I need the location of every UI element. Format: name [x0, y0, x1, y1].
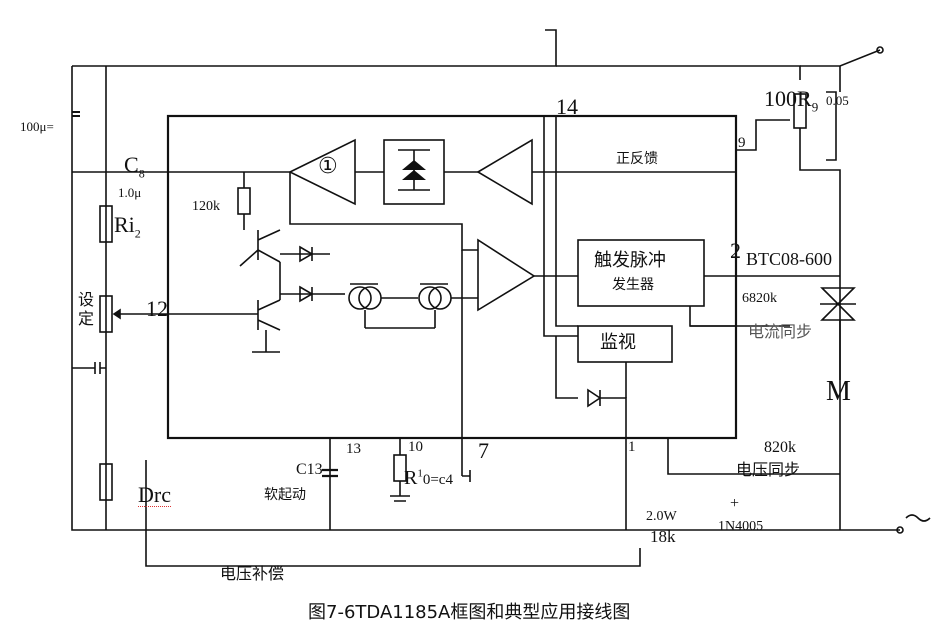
pin-1: 1 [628, 439, 636, 455]
r820k-label: 820k [764, 439, 796, 456]
current-source-2 [418, 286, 442, 310]
r100-label: 100R9 [764, 86, 819, 115]
monitor-label: 监视 [600, 332, 636, 353]
ri2-label: Ri2 [114, 212, 141, 241]
monitor-block [577, 325, 673, 363]
cap-100u [72, 111, 80, 117]
drc-label: Drc [138, 482, 171, 507]
pulse-trigger-block [577, 239, 705, 307]
figure-caption: 图7-6TDA1185A框图和典型应用接线图 [308, 602, 631, 623]
shunt-005 [826, 66, 841, 161]
r18k-label: 18k [650, 527, 676, 546]
shunt-label: 0.05 [826, 93, 849, 108]
top-rail [72, 29, 557, 67]
pin-9: 9 [738, 135, 746, 151]
cap-left-lower [72, 362, 106, 374]
ac-mark [905, 514, 931, 522]
resistor-lower-left [99, 463, 113, 501]
triac [820, 287, 856, 321]
setting-label: 设 定 [78, 290, 95, 329]
supply-rail-right [800, 49, 881, 67]
cap-c13 [322, 468, 338, 478]
r18k-power: 2.0W [646, 509, 677, 524]
pin-14: 14 [556, 94, 578, 119]
top-rail-right [556, 65, 801, 80]
diode-1 [299, 245, 314, 263]
drc-wire [145, 460, 641, 567]
amp-feedback [476, 138, 533, 206]
setting-pot [99, 295, 113, 333]
pin-2: 2 [730, 238, 741, 263]
resistor-ri2 [99, 205, 113, 243]
ic-outline [166, 114, 738, 440]
r120k-label: 120k [192, 199, 220, 214]
pin-13: 13 [346, 441, 361, 457]
c8-label: C8 [124, 152, 145, 181]
pin-12: 12 [146, 296, 168, 321]
transistor-lower [168, 299, 281, 331]
current-sync-label: 电流同步 [748, 322, 813, 341]
c13-label: C13 [296, 461, 323, 478]
voltage-sync-label: 电压同步 [736, 460, 801, 479]
comparator [477, 238, 536, 312]
diode-2 [299, 285, 314, 303]
pulse-trigger-line2: 发生器 [612, 277, 654, 293]
cap-100u-label: 100μ= [20, 119, 54, 134]
plus-mark: + [730, 495, 740, 512]
transistor-upper [239, 229, 281, 267]
motor-label: M [826, 376, 851, 407]
triac-label: BTC08-600 [746, 249, 833, 269]
circled-one: ① [318, 154, 338, 179]
r10-label: R10=c4 [404, 467, 453, 489]
pin-7: 7 [478, 438, 489, 463]
voltage-comp-label: 电压补偿 [220, 564, 285, 583]
soft-start-label: 软起动 [264, 487, 306, 503]
r6820k-label: 6820k [742, 291, 777, 306]
pin-10: 10 [408, 439, 423, 455]
current-source-1 [348, 286, 372, 310]
diode-3 [587, 388, 602, 408]
pulse-trigger-line1: 触发脉冲 [594, 250, 666, 271]
c8-value: 1.0μ [118, 185, 142, 200]
positive-feedback-label: 正反馈 [616, 151, 658, 167]
diode-1n4005-label: 1N4005 [718, 519, 764, 534]
outer-left-rail [71, 66, 640, 531]
